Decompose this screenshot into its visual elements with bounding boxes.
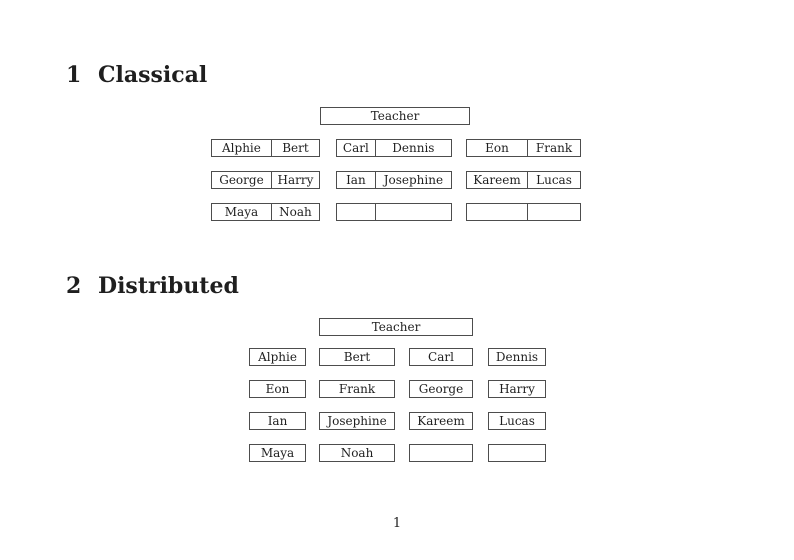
teacher-box: Teacher xyxy=(319,318,473,336)
desk-single: Lucas xyxy=(488,412,546,430)
seat-label: Lucas xyxy=(536,173,572,187)
desk-single: Frank xyxy=(319,380,395,398)
seat-label: Maya xyxy=(212,204,272,220)
seat-label: Carl xyxy=(337,140,376,156)
seat-label: Harry xyxy=(277,173,314,187)
desk-single: Kareem xyxy=(409,412,473,430)
seat-label: Noah xyxy=(340,446,374,460)
desk-two-seat-empty xyxy=(466,203,581,221)
desk-single: Noah xyxy=(319,444,395,462)
seat-label: Eon xyxy=(265,382,290,396)
seat-label: George xyxy=(212,172,272,188)
section-heading-distributed: 2 Distributed xyxy=(66,275,239,297)
seat-label: Kareem xyxy=(417,414,465,428)
desk-single: Dennis xyxy=(488,348,546,366)
seat-label: Alphie xyxy=(258,350,297,364)
desk-two-seat: Eon Frank xyxy=(466,139,581,157)
section-title: Classical xyxy=(98,62,208,88)
seat-empty xyxy=(337,204,376,220)
desk-two-seat: Kareem Lucas xyxy=(466,171,581,189)
seat-label: Frank xyxy=(338,382,376,396)
seat-label: Lucas xyxy=(499,414,535,428)
section-number: 2 xyxy=(66,273,82,299)
seat-label: Kareem xyxy=(467,172,529,188)
desk-single-empty xyxy=(409,444,473,462)
seat-label: Ian xyxy=(337,172,376,188)
desk-single: Eon xyxy=(249,380,306,398)
seat-label: Maya xyxy=(260,446,295,460)
seat-label: Bert xyxy=(282,141,309,155)
seat-label: Alphie xyxy=(212,140,272,156)
seat-label: Eon xyxy=(467,140,529,156)
seat-label: Josephine xyxy=(327,414,387,428)
teacher-label: Teacher xyxy=(370,109,420,123)
seat-label: Bert xyxy=(343,350,371,364)
desk-two-seat: Maya Noah xyxy=(211,203,320,221)
seat-label: Ian xyxy=(267,414,288,428)
seat-label: Josephine xyxy=(383,173,444,187)
teacher-label: Teacher xyxy=(371,320,421,334)
section-title: Distributed xyxy=(98,273,239,299)
desk-single: Alphie xyxy=(249,348,306,366)
seat-empty xyxy=(376,204,451,220)
desk-single: Josephine xyxy=(319,412,395,430)
seat-label: Dennis xyxy=(495,350,539,364)
desk-two-seat: Carl Dennis xyxy=(336,139,452,157)
section-heading-classical: 1 Classical xyxy=(66,64,207,86)
seat-label: Dennis xyxy=(392,141,435,155)
seat-empty xyxy=(528,204,580,220)
desk-single: Maya xyxy=(249,444,306,462)
teacher-box: Teacher xyxy=(320,107,470,125)
desk-single: George xyxy=(409,380,473,398)
desk-single: Carl xyxy=(409,348,473,366)
seat-label: George xyxy=(418,382,464,396)
desk-single: Ian xyxy=(249,412,306,430)
seat-label: Frank xyxy=(535,141,573,155)
seat-label: Harry xyxy=(499,382,535,396)
desk-two-seat: Ian Josephine xyxy=(336,171,452,189)
seat-label: Noah xyxy=(279,205,312,219)
desk-single-empty xyxy=(488,444,546,462)
page-number: 1 xyxy=(392,516,402,531)
seat-empty xyxy=(467,204,529,220)
desk-two-seat-empty xyxy=(336,203,452,221)
desk-two-seat: George Harry xyxy=(211,171,320,189)
desk-single: Bert xyxy=(319,348,395,366)
seat-label: Carl xyxy=(428,350,454,364)
desk-two-seat: Alphie Bert xyxy=(211,139,320,157)
desk-single: Harry xyxy=(488,380,546,398)
section-number: 1 xyxy=(66,62,82,88)
